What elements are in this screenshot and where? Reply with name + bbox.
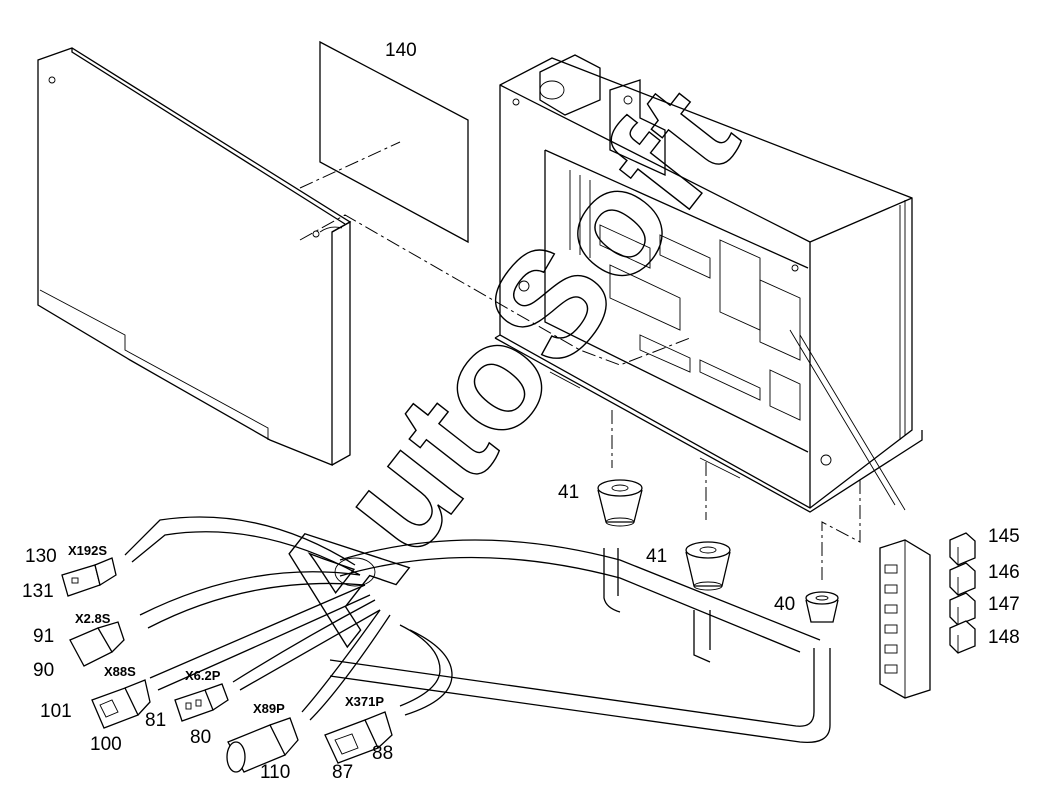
connector-x192s xyxy=(61,557,117,597)
callout-87: 87 xyxy=(332,762,353,783)
callout-80: 80 xyxy=(190,727,211,748)
control-box xyxy=(494,54,923,513)
callout-90: 90 xyxy=(33,660,54,681)
connector-x371p xyxy=(324,711,393,764)
callout-41b: 41 xyxy=(646,546,667,567)
callout-147: 147 xyxy=(988,594,1020,615)
label-x89p: X89P xyxy=(253,701,285,716)
callout-81: 81 xyxy=(145,710,166,731)
relay-148 xyxy=(949,620,976,654)
label-x62p: X6.2P xyxy=(185,668,221,683)
center-lines xyxy=(299,141,861,580)
connector-x89p xyxy=(226,717,299,773)
label-x371p: X371P xyxy=(345,694,384,709)
callout-148: 148 xyxy=(988,627,1020,648)
callout-110: 110 xyxy=(260,762,290,783)
callout-101: 101 xyxy=(40,701,72,722)
callout-131: 131 xyxy=(22,581,54,602)
connector-x62p xyxy=(174,683,229,722)
label-x192s: X192S xyxy=(68,543,107,558)
leader-line xyxy=(789,329,896,506)
callout-140: 140 xyxy=(385,40,417,61)
grommet-41a xyxy=(597,479,643,527)
label-sheet xyxy=(319,40,469,244)
callout-40: 40 xyxy=(774,594,795,615)
callout-91: 91 xyxy=(33,626,54,647)
callout-41a: 41 xyxy=(558,482,579,503)
callout-88: 88 xyxy=(372,743,393,764)
leader-line-2 xyxy=(799,334,906,511)
relay-145 xyxy=(949,532,976,566)
connector-x88s xyxy=(91,679,151,729)
label-x88s: X88S xyxy=(104,664,136,679)
callout-146: 146 xyxy=(988,562,1020,583)
grommet-40 xyxy=(805,591,839,623)
callout-100: 100 xyxy=(90,734,122,755)
cable-harness xyxy=(124,516,831,744)
relay-146 xyxy=(949,562,976,596)
callout-130: 130 xyxy=(25,546,57,567)
cover-panel xyxy=(37,47,352,466)
grommet-41b xyxy=(685,541,731,591)
terminal-block xyxy=(879,539,931,699)
callout-145: 145 xyxy=(988,526,1020,547)
relay-147 xyxy=(949,592,976,626)
connector-x28s xyxy=(69,621,125,667)
label-x28s: X2.8S xyxy=(75,611,111,626)
